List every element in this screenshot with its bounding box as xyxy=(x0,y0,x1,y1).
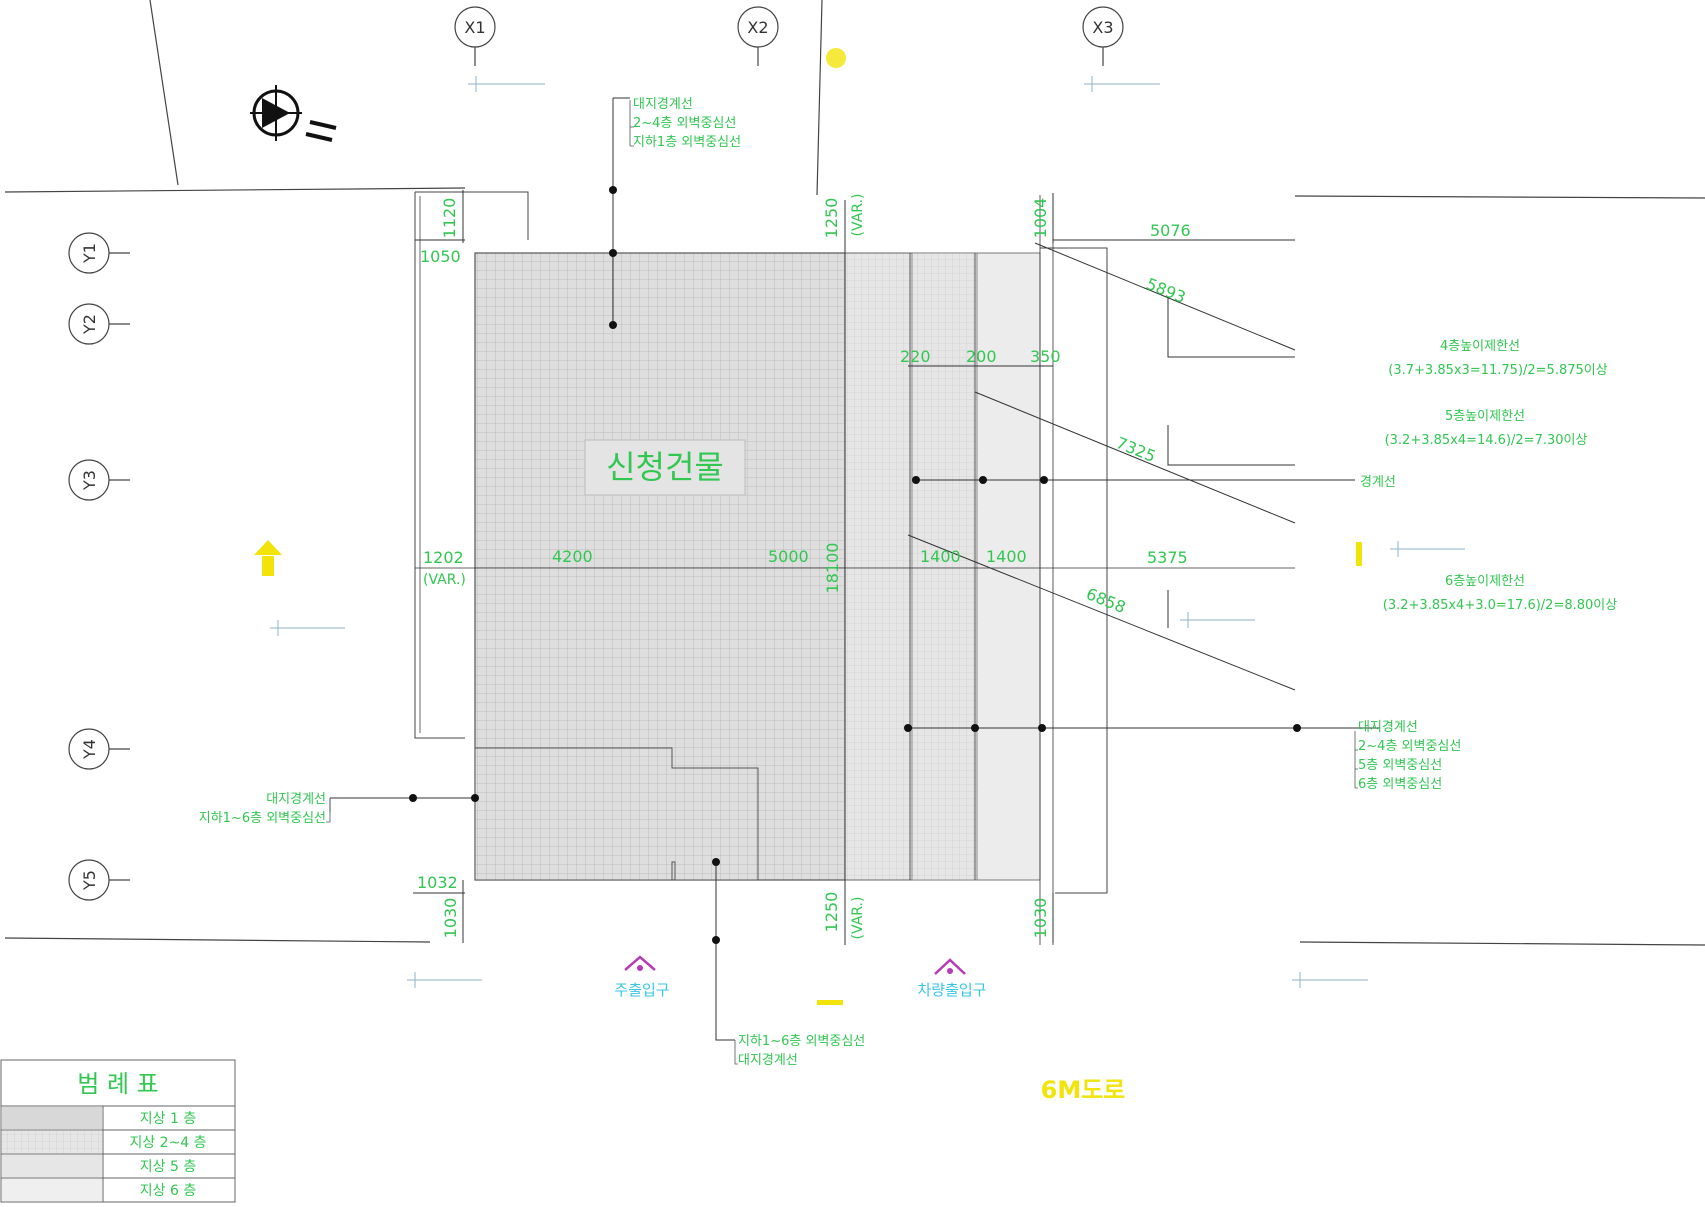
building-footprint xyxy=(414,191,1295,945)
grid-x-labels: X1 X2 X3 xyxy=(464,18,1113,37)
grid-x3-label: X3 xyxy=(1092,18,1113,37)
dim-1202: 1202 xyxy=(423,548,464,567)
annotation-texts: 대지경계선 2~4층 외벽중심선 지하1층 외벽중심선 4층높이제한선 (3.7… xyxy=(199,97,1618,1068)
floor6-limit-title: 6층높이제한선 xyxy=(1445,574,1525,589)
building-label-box: 신청건물 xyxy=(584,439,746,496)
right-callout-line3: 5층 외벽중심선 xyxy=(1358,758,1442,773)
north-arrow-icon xyxy=(250,85,337,142)
floor4-limit-title: 4층높이제한선 xyxy=(1440,339,1520,354)
dim-5893: 5893 xyxy=(1144,274,1189,307)
top-callout-line3: 지하1층 외벽중심선 xyxy=(633,135,741,150)
right-callout-line1: 대지경계선 xyxy=(1358,720,1418,735)
dim-220: 220 xyxy=(900,347,931,366)
legend-row-3: 지상 5 층 xyxy=(140,1159,197,1175)
grid-x-bubbles xyxy=(454,6,1124,66)
bottom-callout-line2: 대지경계선 xyxy=(738,1053,798,1068)
dim-5076: 5076 xyxy=(1150,221,1191,240)
dim-bottom-mid-var: (VAR.) xyxy=(850,897,866,940)
grid-y5-label: Y5 xyxy=(80,870,99,891)
dim-4200: 4200 xyxy=(552,547,593,566)
legend-row-1: 지상 1 층 xyxy=(140,1111,197,1127)
grid-y1-label: Y1 xyxy=(80,243,99,264)
legend-title: 범 례 표 xyxy=(77,1070,159,1098)
left-callout-line2: 지하1~6층 외벽중심선 xyxy=(199,811,326,826)
building-label: 신청건물 xyxy=(606,448,724,486)
dim-top-left-v: 1120 xyxy=(440,198,459,239)
legend-row-2: 지상 2~4 층 xyxy=(129,1135,206,1151)
center-line-label: 경계선 xyxy=(1360,475,1396,490)
grid-x1-label: X1 xyxy=(464,18,485,37)
dim-1400b: 1400 xyxy=(986,547,1027,566)
right-callout-line2: 2~4층 외벽중심선 xyxy=(1358,739,1461,754)
yellow-marks xyxy=(254,48,1362,1005)
right-callout-line4: 6층 외벽중심선 xyxy=(1358,777,1442,792)
dim-bottom-left-v: 1030 xyxy=(441,898,460,939)
grid-y-bubbles xyxy=(68,232,130,901)
site-boundary-lines xyxy=(4,0,1705,946)
vehicle-entrance-marker: 차량출입구 xyxy=(917,958,987,999)
dim-bottom-mid-v: 1250 xyxy=(822,892,841,933)
dim-7325: 7325 xyxy=(1114,433,1159,466)
dim-6858: 6858 xyxy=(1084,584,1129,617)
dim-350: 350 xyxy=(1030,347,1061,366)
left-callout-line1: 대지경계선 xyxy=(266,792,326,807)
grid-y-labels: Y1 Y2 Y3 Y4 Y5 xyxy=(80,243,99,891)
dim-top-mid-var: (VAR.) xyxy=(850,194,866,237)
dim-bottom-left-h: 1032 xyxy=(417,873,458,892)
vehicle-entrance-label: 차량출입구 xyxy=(917,981,986,999)
grid-y2-label: Y2 xyxy=(80,314,99,335)
legend-row-4: 지상 6 층 xyxy=(140,1183,197,1199)
section-markers xyxy=(270,76,1465,988)
main-entrance-marker: 주출입구 xyxy=(614,955,670,999)
dim-5000: 5000 xyxy=(768,547,809,566)
top-callout-line2: 2~4층 외벽중심선 xyxy=(633,116,736,131)
top-callout-line1: 대지경계선 xyxy=(633,97,693,112)
dim-5375: 5375 xyxy=(1147,548,1188,567)
grid-y4-label: Y4 xyxy=(80,739,99,760)
bottom-callout-line1: 지하1~6층 외벽중심선 xyxy=(738,1034,865,1049)
dim-bottom-right-v: 1030 xyxy=(1031,898,1050,939)
dim-200: 200 xyxy=(966,347,997,366)
callout-brackets xyxy=(326,100,1358,1065)
main-entrance-label: 주출입구 xyxy=(614,981,669,999)
grid-y3-label: Y3 xyxy=(80,470,99,491)
dimension-dots xyxy=(409,186,1301,944)
dim-1202-var: (VAR.) xyxy=(423,572,466,588)
dim-top-mid-v: 1250 xyxy=(822,198,841,239)
floor6-limit-formula: (3.2+3.85x4+3.0=17.6)/2=8.80이상 xyxy=(1383,598,1617,613)
dimension-texts: 1120 1050 1250 (VAR.) 1004 5076 5893 220… xyxy=(417,194,1191,940)
legend-table: 범 례 표 지상 1 층 지상 2~4 층 지상 5 층 지상 6 층 xyxy=(0,1059,236,1203)
grid-x2-label: X2 xyxy=(747,18,768,37)
floor4-limit-formula: (3.7+3.85x3=11.75)/2=5.875이상 xyxy=(1388,363,1607,378)
dim-top-left-h: 1050 xyxy=(420,247,461,266)
dim-18100: 18100 xyxy=(823,543,842,594)
floor5-limit-title: 5층높이제한선 xyxy=(1445,409,1525,424)
dim-1400a: 1400 xyxy=(920,547,961,566)
dim-top-right-v: 1004 xyxy=(1031,198,1050,239)
road-label: 6M도로 xyxy=(1041,1076,1126,1104)
floor5-limit-formula: (3.2+3.85x4=14.6)/2=7.30이상 xyxy=(1385,433,1588,448)
